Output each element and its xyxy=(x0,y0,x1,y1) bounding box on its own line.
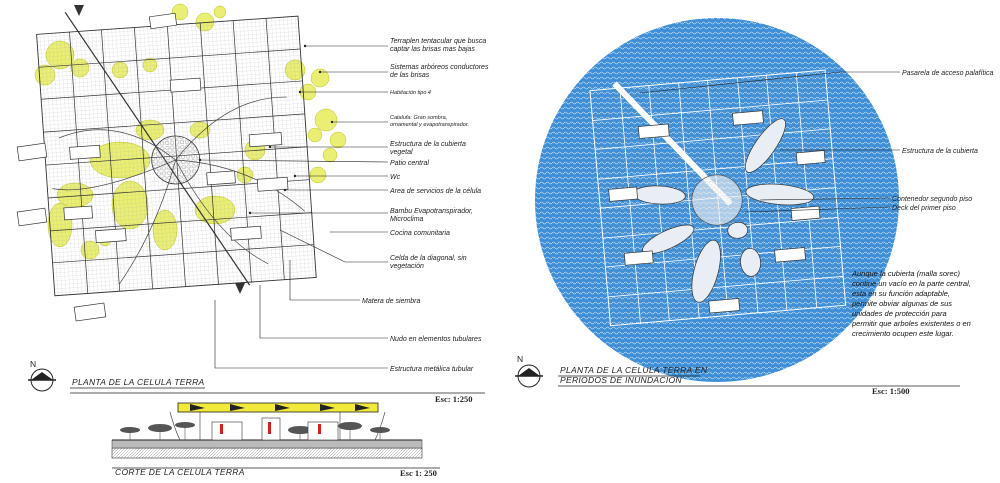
label-estructura-cubierta: Estructura de la cubierta xyxy=(902,148,978,155)
label-bambu-2: Microclima xyxy=(390,216,424,223)
label-wc: Wc xyxy=(390,174,401,181)
flood-note: Aunque la cubierta (malla sorec) contine… xyxy=(851,269,971,338)
note-line-5: unidades de protección para xyxy=(852,309,947,318)
note-line-2: contine un vacío en la parte central, xyxy=(852,279,971,288)
left-plan-title: PLANTA DE LA CELULA TERRA xyxy=(72,377,205,387)
section-scale: Esc 1: 250 xyxy=(400,468,437,478)
label-deck: Deck del primer piso xyxy=(892,205,956,212)
label-catalufa-1: Catalufa: Gran sombra, xyxy=(390,115,447,121)
label-patio-central: Patio central xyxy=(390,160,429,167)
label-estructura-vegetal-1: Estructura de la cubierta xyxy=(390,141,466,148)
label-matera: Matera de siembra xyxy=(362,298,420,305)
label-contenedor: Contenedor segundo piso xyxy=(892,196,972,203)
label-celda-2: vegetación xyxy=(390,263,424,270)
right-plan-title-2: PERIODOS DE INUNDACION xyxy=(560,375,682,385)
label-terraplen-1: Terraplen tentacular que busca xyxy=(390,38,486,45)
section-title: CORTE DE LA CELULA TERRA xyxy=(115,467,245,477)
section-arrow-bottom xyxy=(235,283,245,294)
right-grid-lines xyxy=(592,72,844,324)
label-habitacion: Habitación tipo 4 xyxy=(390,90,431,96)
right-leader-lines xyxy=(639,71,900,213)
section-drawing xyxy=(111,402,423,459)
outer-room-units xyxy=(16,12,178,322)
north-label-right: N xyxy=(517,354,523,364)
north-label-left: N xyxy=(30,359,36,369)
label-pasarela: Pasarela de acceso palafítica xyxy=(902,70,994,77)
label-area-servicios: Area de servicios de la célula xyxy=(389,188,481,195)
label-estructura-vegetal-2: vegetal xyxy=(390,149,413,156)
north-arrow-left: N xyxy=(28,359,56,392)
note-line-6: permitir que arboles existentes o en xyxy=(851,319,971,328)
leader-dots xyxy=(198,44,334,215)
section-arrow-top xyxy=(74,5,84,16)
tentacle-paths xyxy=(52,96,305,285)
label-nudo: Nudo en elementos tubulares xyxy=(390,336,482,343)
label-sistemas-2: de las brisas xyxy=(390,72,430,79)
label-estructura-metalica: Estructura metálica tubular xyxy=(390,366,474,373)
right-plan-scale: Esc: 1:500 xyxy=(872,386,910,396)
label-terraplen-2: captar las brisas mas bajas xyxy=(390,46,475,53)
left-site-plan xyxy=(16,3,347,322)
room-units xyxy=(63,77,289,244)
left-plan-scale: Esc: 1:250 xyxy=(435,394,473,404)
right-plan-title-1: PLANTA DE LA CELULA TERRA EN xyxy=(560,365,708,375)
label-bambu-1: Bambu Evapotranspirador, xyxy=(390,208,473,215)
right-room-units xyxy=(608,110,826,314)
note-line-4: permite obviar algunas de sus xyxy=(851,299,952,308)
note-line-3: esta en su función adaptable, xyxy=(852,289,950,298)
right-flood-plan xyxy=(535,18,899,382)
left-leader-lines xyxy=(199,45,389,369)
label-cocina: Cocina comunitaria xyxy=(390,230,450,237)
label-celda-1: Celda de la diagonal, sin xyxy=(390,255,467,262)
note-line-1: Aunque la cubierta (malla sorec) xyxy=(851,269,960,278)
label-sistemas-1: Sistemas arbóreos conductores xyxy=(390,64,489,71)
label-catalufa-2: ornamental y evapotranspirador. xyxy=(390,122,469,128)
note-line-7: crecimiento ocupen este lugar. xyxy=(852,329,954,338)
north-arrow-right: N xyxy=(515,354,543,388)
